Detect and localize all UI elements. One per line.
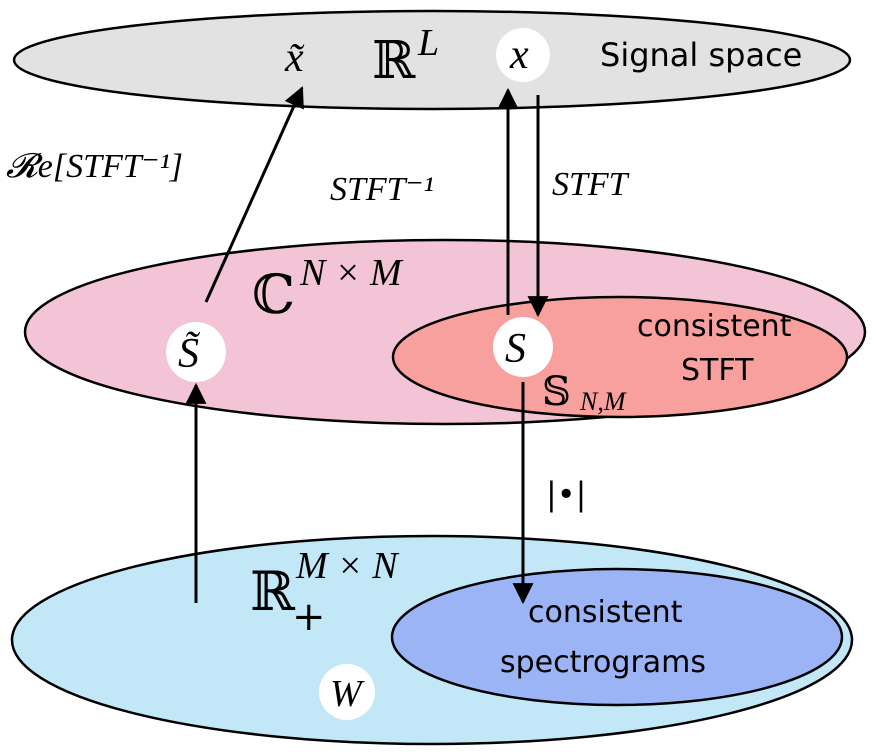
s-tilde-node bbox=[166, 322, 226, 382]
w-label: W bbox=[330, 673, 365, 715]
consistent-set-subscript: N,M bbox=[579, 387, 627, 416]
w-node bbox=[319, 664, 375, 720]
spectrogram-set-superscript: M × N bbox=[295, 545, 400, 587]
signal-space-ellipse bbox=[12, 9, 852, 111]
consistent-spectrograms-ellipse bbox=[390, 567, 844, 707]
real-set-superscript: L bbox=[417, 22, 439, 64]
abs-label: |•| bbox=[546, 475, 586, 513]
consistent-stft-label-line1: consistent bbox=[637, 309, 792, 344]
istft-label: STFT⁻¹ bbox=[330, 171, 434, 208]
consistent-stft-label-line2: STFT bbox=[681, 353, 754, 388]
s-tilde-label: S̃ bbox=[178, 331, 201, 377]
re-istft-arrow bbox=[204, 86, 304, 303]
x-node bbox=[496, 28, 550, 82]
consistent-spectrograms-label-line2: spectrograms bbox=[500, 645, 706, 680]
real-set-symbol: ℝ bbox=[372, 31, 416, 91]
stft-label: STFT bbox=[552, 166, 630, 203]
x-tilde-label: x̃ bbox=[284, 35, 305, 81]
signal-space-label: Signal space bbox=[600, 36, 802, 74]
s-label: S bbox=[505, 326, 526, 372]
s-node bbox=[493, 317, 553, 377]
re-istft-label: 𝓡e[STFT⁻¹] bbox=[6, 148, 183, 185]
consistent-spectrograms-label-line1: consistent bbox=[528, 595, 683, 630]
consistent-set-symbol: 𝕊 bbox=[542, 369, 571, 415]
spectrogram-set-subscript: + bbox=[292, 594, 326, 640]
x-label: x bbox=[509, 32, 529, 78]
complex-set-symbol: ℂ bbox=[252, 263, 295, 326]
spectrogram-set-symbol: ℝ bbox=[250, 560, 296, 623]
complex-set-superscript: N × M bbox=[299, 252, 404, 294]
